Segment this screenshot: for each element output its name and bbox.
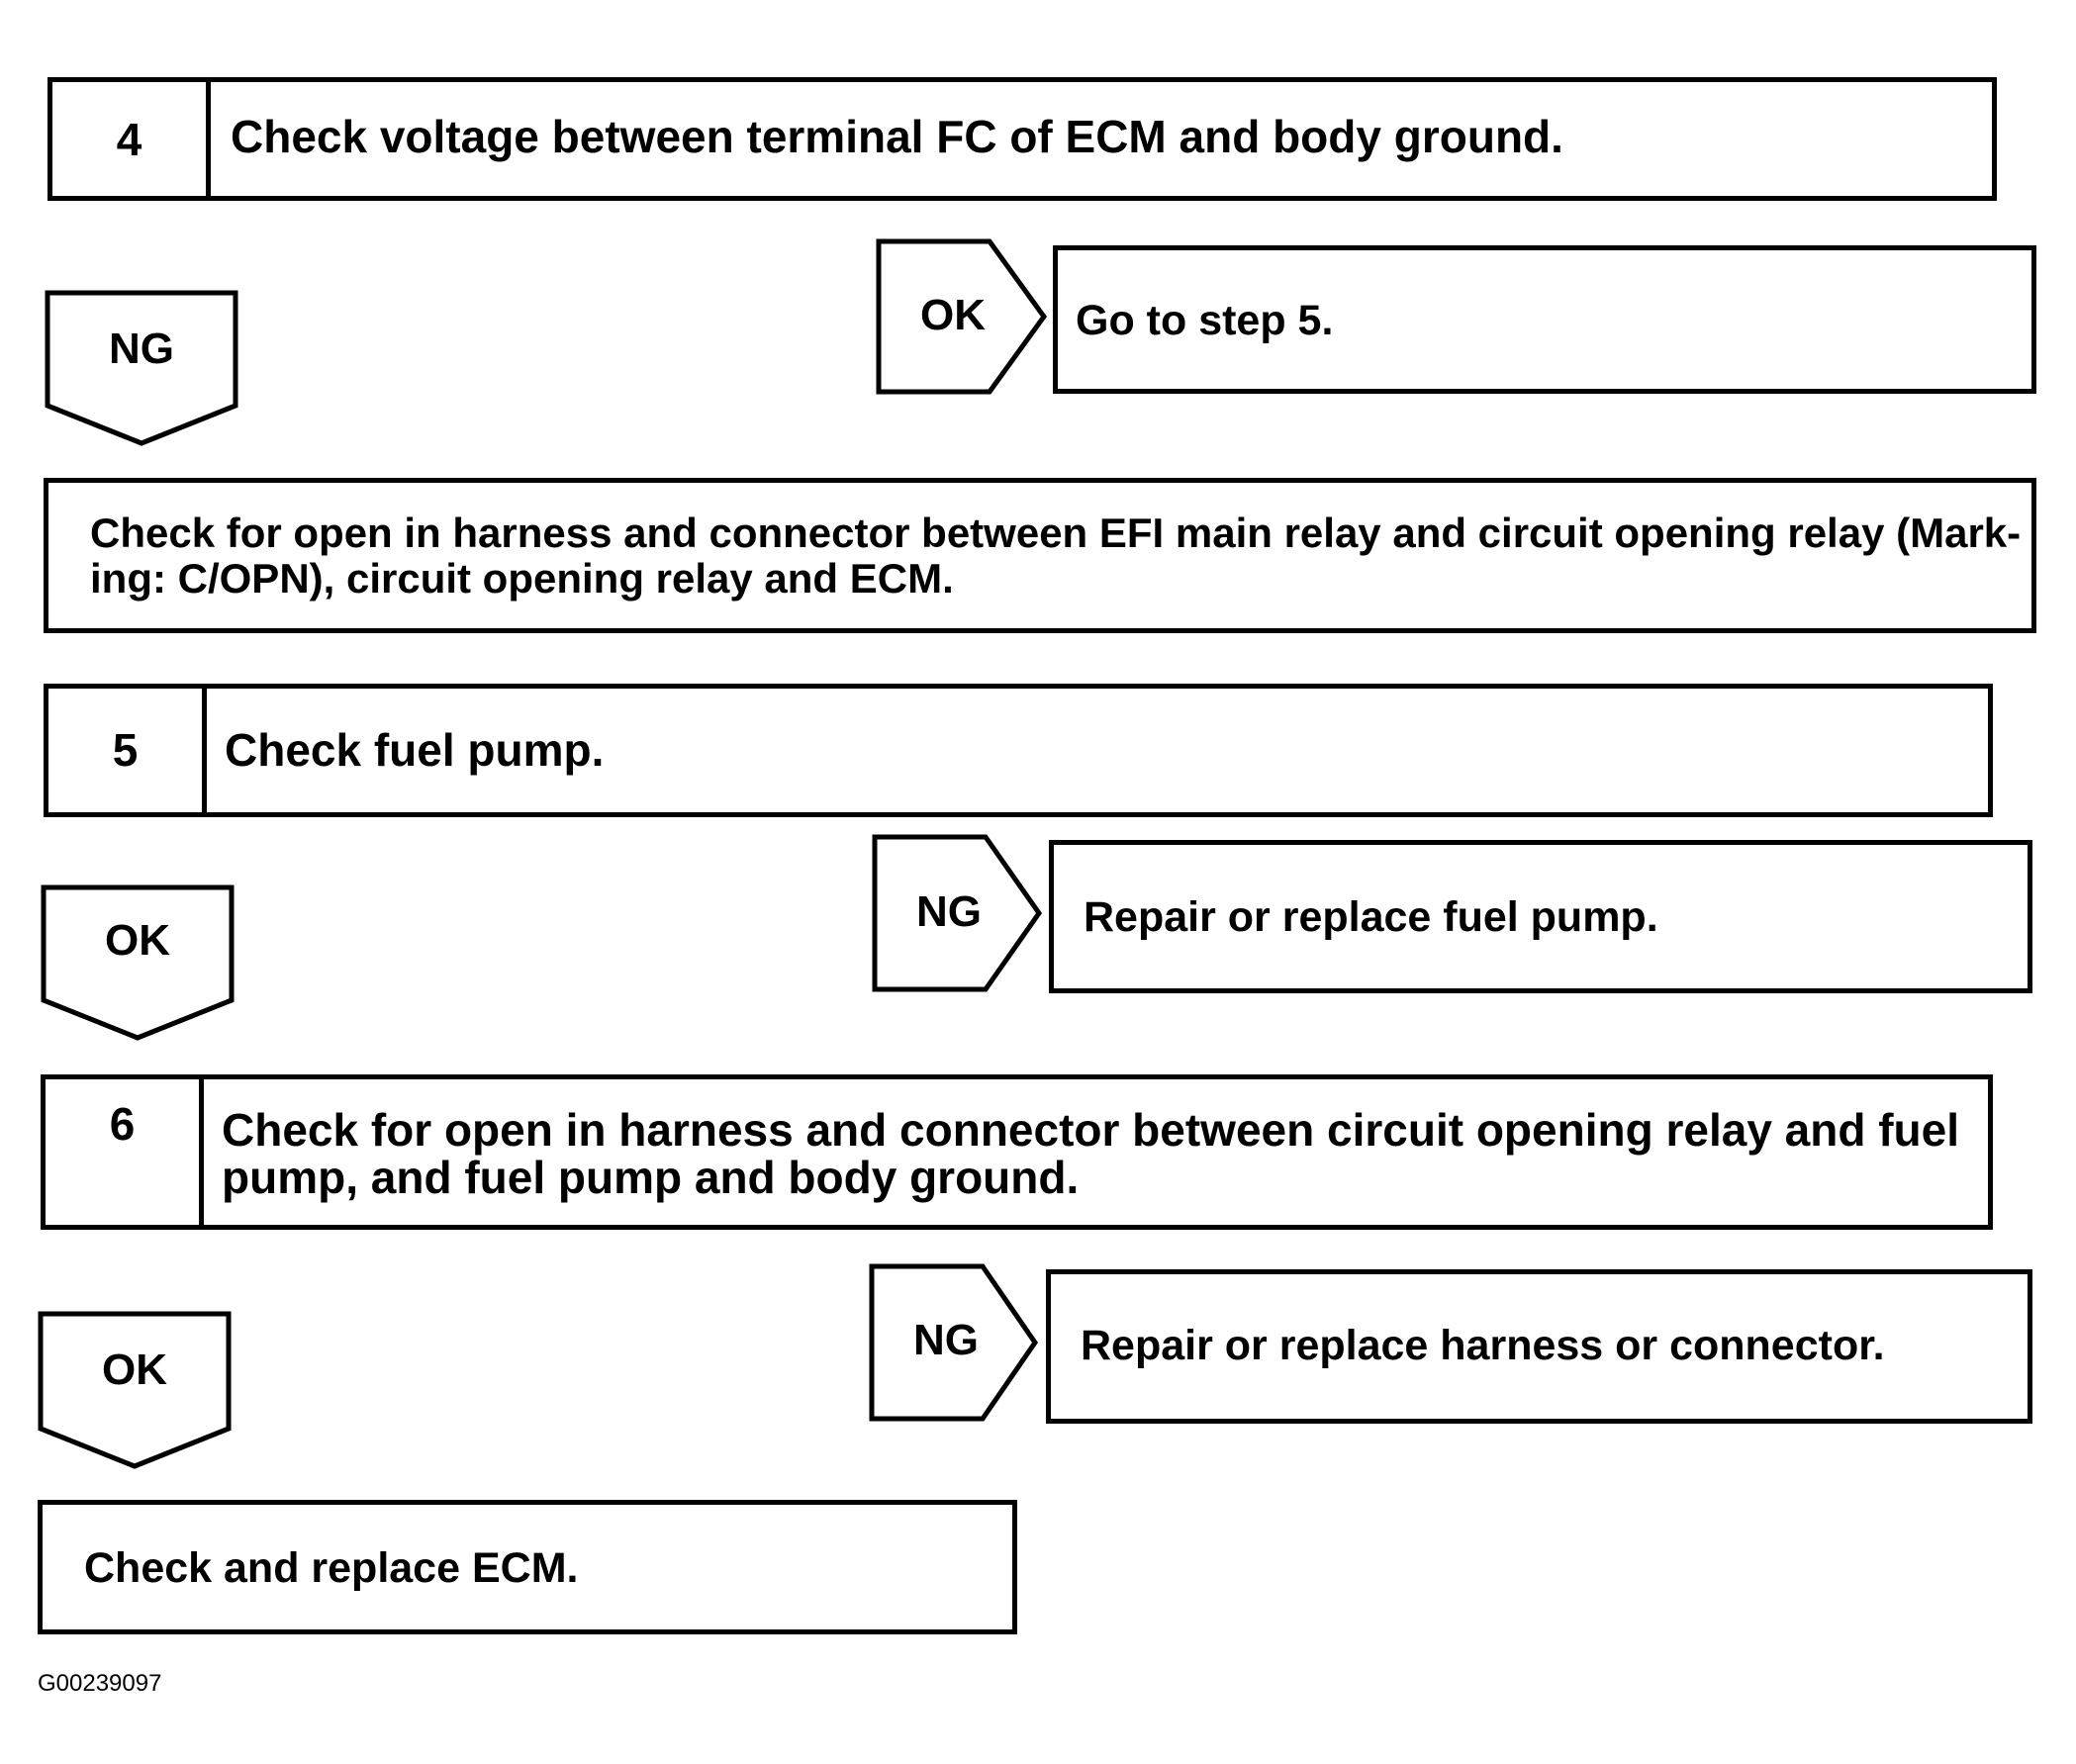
ok-branch-label: OK	[105, 916, 170, 965]
result-box: Repair or replace harness or connector.	[1046, 1269, 2032, 1424]
result-text: Check and replace ECM.	[84, 1544, 579, 1592]
ok-down-arrow-shape	[38, 1311, 232, 1469]
ng-right-arrow-shape	[869, 1263, 1039, 1422]
step-text: Check voltage between terminal FC of ECM…	[231, 111, 1563, 162]
ng-down-arrow-shape	[45, 290, 238, 446]
step-5-box: 5 Check fuel pump.	[44, 684, 1993, 817]
step-4-box: 4 Check voltage between terminal FC of E…	[47, 77, 1997, 201]
result-box: Go to step 5.	[1053, 245, 2036, 394]
step-text-line-1: Check for open in harness and connector …	[222, 1104, 1960, 1156]
result-text-line-2: ing: C/OPN), circuit opening relay and E…	[90, 555, 954, 602]
result-box: Repair or replace fuel pump.	[1049, 840, 2032, 993]
result-text: Repair or replace harness or connector.	[1081, 1322, 1885, 1369]
result-box: Check for open in harness and connector …	[44, 478, 2036, 633]
step-number: 5	[48, 689, 207, 812]
step-6-box: 6 Check for open in harness and connecto…	[41, 1074, 1993, 1230]
ng-branch-label: NG	[913, 1316, 979, 1364]
step-text: Check fuel pump.	[225, 724, 605, 776]
ok-branch-label: OK	[920, 291, 986, 339]
step-number: 4	[52, 82, 211, 196]
ok-branch-label: OK	[102, 1346, 167, 1394]
result-text-line-1: Check for open in harness and connector …	[90, 510, 2022, 556]
figure-id: G00239097	[38, 1670, 162, 1697]
ng-branch-label: NG	[916, 887, 982, 936]
ok-right-arrow-shape	[876, 238, 1048, 395]
step-number: 6	[46, 1079, 204, 1225]
result-text: Repair or replace fuel pump.	[1084, 893, 1658, 941]
ok-down-arrow-shape	[41, 884, 235, 1041]
result-text: Go to step 5.	[1076, 297, 1334, 344]
result-box: Check and replace ECM.	[38, 1500, 1017, 1634]
step-text-line-2: pump, and fuel pump and body ground.	[222, 1152, 1080, 1203]
ng-right-arrow-shape	[872, 834, 1043, 992]
ng-branch-label: NG	[109, 325, 174, 373]
